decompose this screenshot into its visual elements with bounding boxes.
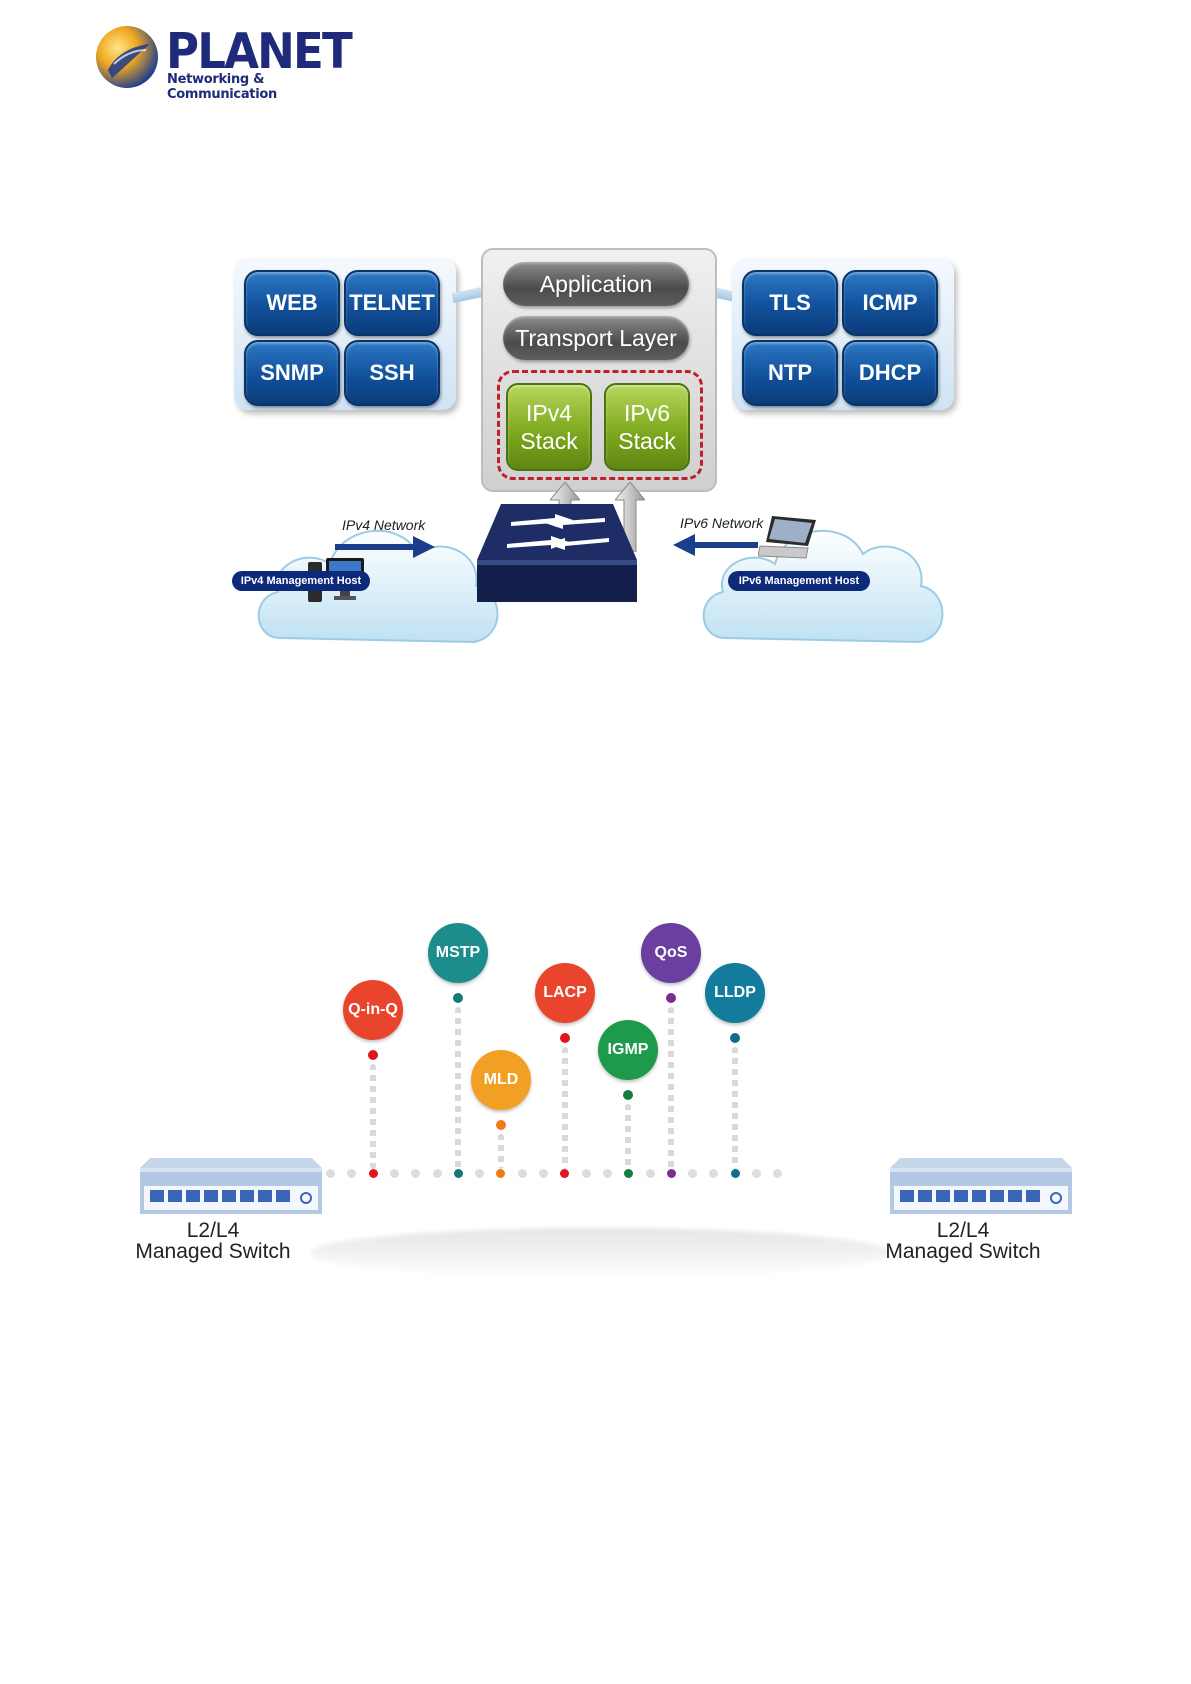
feature-pin-head — [623, 1090, 633, 1100]
feature-bubble-mstp: MSTP — [428, 923, 488, 983]
feature-bubble-mld: MLD — [471, 1050, 531, 1110]
arrow-left-icon — [673, 534, 758, 556]
planet-logo: PLANET Networking & Communication — [94, 22, 354, 92]
base-dot — [411, 1169, 420, 1178]
right-switch-icon — [890, 1158, 1072, 1214]
left-switch-icon — [140, 1158, 322, 1214]
base-dot — [560, 1169, 569, 1178]
feature-bubble-lacp: LACP — [535, 963, 595, 1023]
base-dot — [646, 1169, 655, 1178]
feature-pin-head — [496, 1120, 506, 1130]
service-icmp: ICMP — [842, 270, 938, 336]
brand-tagline: Networking & Communication — [167, 72, 354, 102]
laptop-icon — [758, 516, 818, 560]
feature-pin-stem — [562, 1047, 568, 1169]
base-dot — [582, 1169, 591, 1178]
base-dot — [752, 1169, 761, 1178]
service-web: WEB — [244, 270, 340, 336]
ipv4-network-label: IPv4 Network — [342, 517, 425, 533]
base-dot — [454, 1169, 463, 1178]
application-layer: Application — [503, 262, 689, 306]
protocol-stack: Application Transport Layer IPv4 Stack I… — [481, 248, 717, 492]
features-diagram: L2/L4 Managed Switch L2/L4 Managed Switc… — [120, 990, 1080, 1280]
base-dot — [539, 1169, 548, 1178]
left-switch-label: L2/L4 Managed Switch — [128, 1220, 298, 1262]
ipv6-network-label: IPv6 Network — [680, 515, 763, 531]
network-switch-icon — [477, 504, 637, 602]
service-snmp: SNMP — [244, 340, 340, 406]
right-services-panel: TLS ICMP NTP DHCP — [732, 258, 954, 410]
feature-pin-head — [453, 993, 463, 1003]
globe-icon — [94, 24, 160, 90]
ipv6-stack: IPv6 Stack — [604, 383, 690, 471]
base-dot — [369, 1169, 378, 1178]
feature-pin-head — [666, 993, 676, 1003]
service-ntp: NTP — [742, 340, 838, 406]
ipv4-host-tag: IPv4 Management Host — [232, 571, 370, 591]
feature-bubble-igmp: IGMP — [598, 1020, 658, 1080]
service-tls: TLS — [742, 270, 838, 336]
base-dot — [518, 1169, 527, 1178]
base-dot — [603, 1169, 612, 1178]
base-dot — [390, 1169, 399, 1178]
base-dot — [624, 1169, 633, 1178]
base-dot — [496, 1169, 505, 1178]
feature-pin-stem — [498, 1134, 504, 1169]
right-switch-label: L2/L4 Managed Switch — [878, 1220, 1048, 1262]
feature-pin-stem — [625, 1104, 631, 1169]
service-ssh: SSH — [344, 340, 440, 406]
feature-bubble-q-in-q: Q-in-Q — [343, 980, 403, 1040]
dual-stack-diagram: WEB TELNET SNMP SSH Application Transpor… — [230, 240, 970, 660]
feature-pin-stem — [370, 1064, 376, 1169]
base-dot — [667, 1169, 676, 1178]
feature-bubble-qos: QoS — [641, 923, 701, 983]
transport-layer: Transport Layer — [503, 316, 689, 360]
floor-shadow — [310, 1228, 890, 1278]
service-telnet: TELNET — [344, 270, 440, 336]
base-dot — [709, 1169, 718, 1178]
arrow-right-icon — [335, 536, 435, 558]
feature-pin-head — [368, 1050, 378, 1060]
feature-bubble-lldp: LLDP — [705, 963, 765, 1023]
ipv4-stack: IPv4 Stack — [506, 383, 592, 471]
feature-pin-head — [560, 1033, 570, 1043]
base-dot — [773, 1169, 782, 1178]
feature-pin-stem — [455, 1007, 461, 1169]
base-dot — [326, 1169, 335, 1178]
base-dot — [688, 1169, 697, 1178]
base-dot — [347, 1169, 356, 1178]
feature-pin-stem — [668, 1007, 674, 1169]
base-dot — [433, 1169, 442, 1178]
feature-pin-stem — [732, 1047, 738, 1169]
feature-pin-head — [730, 1033, 740, 1043]
left-services-panel: WEB TELNET SNMP SSH — [234, 258, 456, 410]
ipv6-host-tag: IPv6 Management Host — [728, 571, 870, 591]
ip-stack-group: IPv4 Stack IPv6 Stack — [497, 370, 703, 480]
service-dhcp: DHCP — [842, 340, 938, 406]
base-dot — [731, 1169, 740, 1178]
base-dot — [475, 1169, 484, 1178]
